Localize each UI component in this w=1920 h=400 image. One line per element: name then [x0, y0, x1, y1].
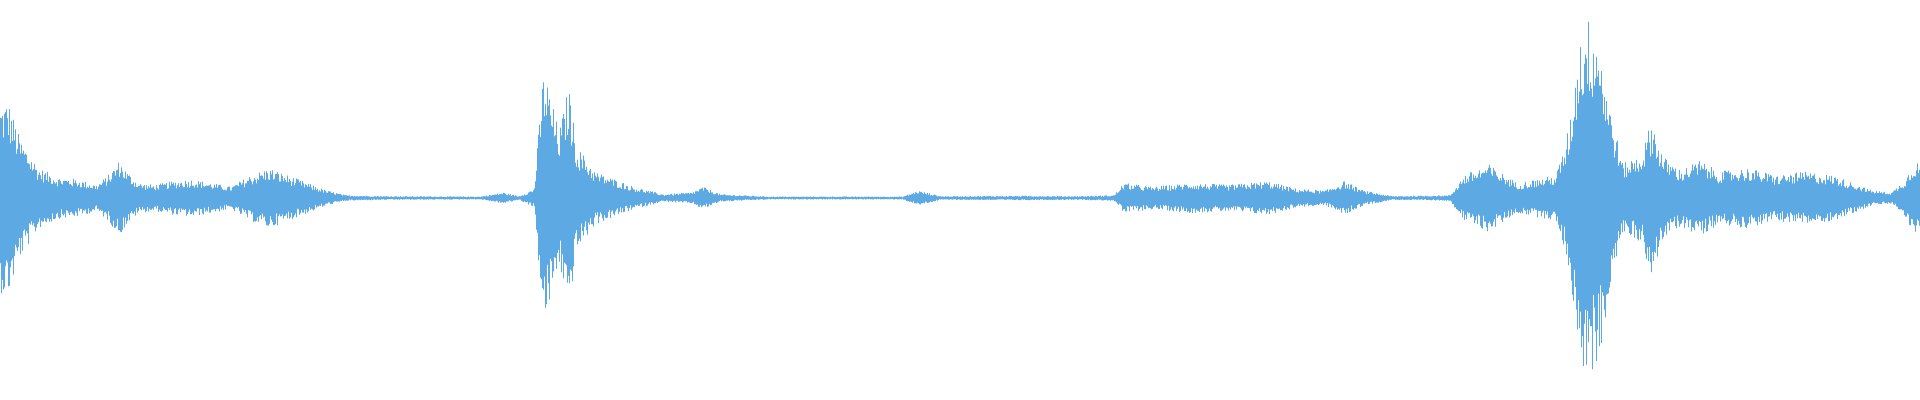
waveform-samples: [0, 21, 1920, 370]
waveform-path: [0, 21, 1920, 370]
